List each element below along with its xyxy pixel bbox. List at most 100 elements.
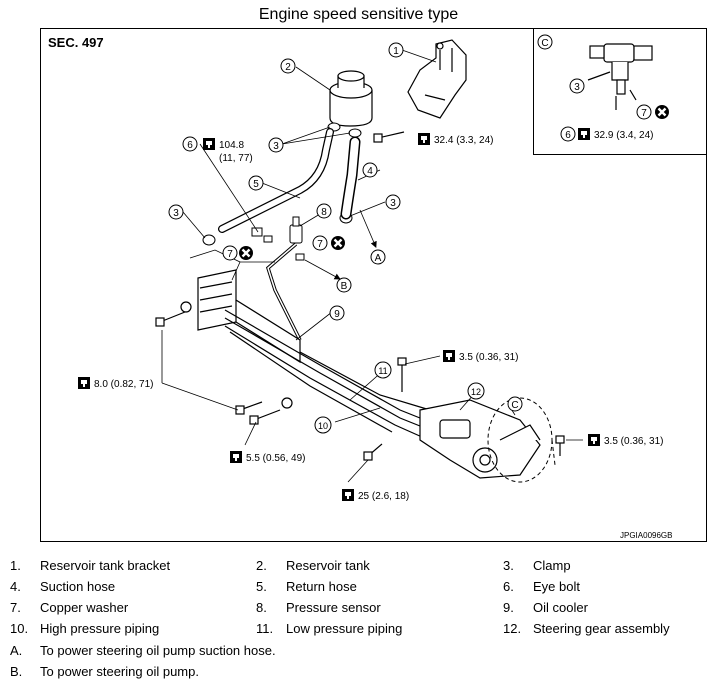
legend-text: Copper washer [40, 600, 129, 615]
torque-label-bracket: 32.4 (3.3, 24) [434, 135, 493, 146]
legend-number: 1. [10, 558, 21, 573]
torque-label-eye-bolt-sub: (11, 77) [219, 153, 253, 164]
callout-12-text: 12 [471, 387, 481, 397]
do-not-reuse-icon [653, 103, 671, 121]
legend-text: To power steering oil pump. [40, 664, 199, 679]
callout-3c: 3 [385, 194, 401, 210]
legend-number: 11. [256, 621, 274, 636]
legend-number: 10. [10, 621, 29, 636]
document-id: JPGIA0096GB [620, 531, 673, 540]
callout-1: 1 [388, 42, 404, 58]
torque-wrench-icon [230, 451, 242, 463]
section-label: SEC. 497 [48, 35, 104, 50]
callout-8: 8 [316, 203, 332, 219]
diagram-frame [40, 28, 707, 542]
detail-c-inset [533, 28, 707, 155]
torque-wrench-icon [203, 138, 215, 150]
callout-6a: 6 [182, 136, 198, 152]
legend-text: Reservoir tank bracket [40, 558, 171, 573]
bolts [155, 131, 565, 461]
torque-wrench-icon [443, 350, 455, 362]
callout-3a-text: 3 [273, 141, 279, 152]
legend-text: High pressure piping [40, 621, 160, 636]
callout-9: 9 [329, 305, 345, 321]
callout-3d: 3 [569, 78, 585, 94]
legend-number: 6. [503, 579, 514, 594]
detail-c-circle [487, 397, 556, 483]
callout-5-text: 5 [253, 179, 259, 190]
legend-number: 8. [256, 600, 267, 615]
callout-12: 12 [467, 382, 485, 400]
pressure-sensor [289, 216, 303, 244]
callout-b-text: B [341, 281, 348, 292]
reservoir-tank [329, 70, 373, 127]
callout-6a-text: 6 [187, 140, 193, 151]
legend-text: To power steering oil pump suction hose. [40, 643, 276, 658]
legend-number: 9. [503, 600, 514, 615]
callout-3a: 3 [268, 137, 284, 153]
do-not-reuse-icon [237, 244, 255, 262]
callout-b: B [336, 277, 352, 293]
torque-label-piping-bolt: 3.5 (0.36, 31) [459, 352, 518, 363]
steering-gear [419, 399, 541, 479]
legend-number: 5. [256, 579, 267, 594]
torque-label-cooler-bolts: 8.0 (0.82, 71) [94, 379, 153, 390]
callout-6b-text: 6 [565, 130, 571, 141]
legend-text: Clamp [533, 558, 571, 573]
legend-text: Return hose [286, 579, 357, 594]
callout-7c: 7 [636, 104, 652, 120]
legend-text: Reservoir tank [286, 558, 370, 573]
torque-label-gear-mount: 25 (2.6, 18) [358, 491, 409, 502]
torque-wrench-icon [418, 133, 430, 145]
legend-text: Pressure sensor [286, 600, 381, 615]
callout-1-text: 1 [393, 46, 399, 57]
callout-2: 2 [280, 58, 296, 74]
inset-c-label-text: C [541, 38, 548, 49]
callout-7a: 7 [222, 245, 238, 261]
legend-number: 12. [503, 621, 522, 636]
callout-6b: 6 [560, 126, 576, 142]
torque-label-lower-bolt: 5.5 (0.56, 49) [246, 453, 305, 464]
callout-4: 4 [362, 162, 378, 178]
legend-text: Suction hose [40, 579, 116, 594]
torque-wrench-icon [578, 128, 590, 140]
parts-diagram: 1 2 3 3 3 3 4 5 6 6 7 7 7 8 9 10 11 12 A… [78, 34, 671, 502]
torque-label-inset-eye-bolt: 32.9 (3.4, 24) [594, 130, 653, 141]
legend-text: Steering gear assembly [533, 621, 670, 636]
callout-11-text: 11 [378, 366, 387, 376]
torque-wrench-icon [588, 434, 600, 446]
callout-7b: 7 [312, 235, 328, 251]
callout-3b: 3 [168, 204, 184, 220]
callout-4-text: 4 [367, 166, 373, 177]
torque-wrench-icon [78, 377, 90, 389]
callout-c-text: C [511, 400, 518, 411]
callout-7a-text: 7 [227, 249, 233, 260]
callout-10-text: 10 [318, 421, 328, 431]
callout-7b-text: 7 [317, 239, 323, 250]
callout-9-text: 9 [334, 309, 340, 320]
oil-cooler [197, 269, 301, 364]
legend-text: Low pressure piping [286, 621, 403, 636]
legend-number: A. [10, 643, 23, 658]
callout-2-text: 2 [285, 62, 291, 73]
torque-label-eye-bolt: 104.8 [219, 140, 244, 151]
inset-c-fitting [587, 43, 653, 110]
callout-11: 11 [374, 361, 392, 379]
legend-number: 2. [256, 558, 267, 573]
legend-number: 4. [10, 579, 21, 594]
callout-8-text: 8 [321, 207, 327, 218]
do-not-reuse-icon [329, 234, 347, 252]
torque-wrench-icon [342, 489, 354, 501]
callout-3c-text: 3 [390, 198, 396, 209]
legend-number: 7. [10, 600, 21, 615]
callout-a: A [370, 249, 386, 265]
legend-number: 3. [503, 558, 514, 573]
callout-3d-text: 3 [574, 82, 580, 93]
callout-a-text: A [375, 253, 382, 264]
inset-c-label: C [537, 34, 553, 50]
callout-7c-text: 7 [641, 108, 647, 119]
reservoir-bracket [407, 39, 467, 119]
callout-c: C [507, 396, 523, 412]
legend-number: B. [10, 664, 23, 679]
legend-text: Oil cooler [533, 600, 588, 615]
